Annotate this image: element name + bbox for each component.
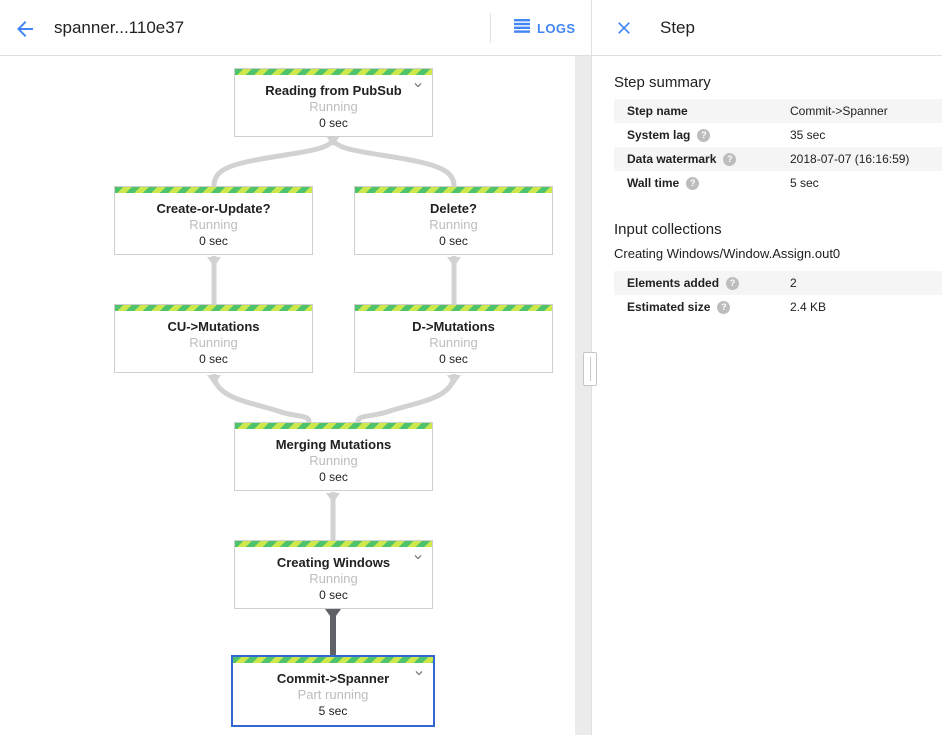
graph-scroll-gutter[interactable] [575,56,591,735]
running-stripe [355,305,552,311]
node-status: Running [189,335,238,350]
header-divider [490,13,491,43]
back-arrow-icon[interactable] [13,17,37,41]
node-title: D->Mutations [412,319,495,334]
help-icon[interactable]: ? [697,128,711,142]
node-status: Running [309,453,358,468]
node-time: 5 sec [318,704,348,718]
row-value: 35 sec [790,128,826,142]
edge-merge-left [211,373,312,423]
chevron-down-icon[interactable] [411,78,425,92]
node-title: Reading from PubSub [265,83,402,98]
node-status: Running [309,571,358,586]
node-title: Commit->Spanner [276,671,390,686]
row-label: Estimated size? [627,300,790,314]
help-icon[interactable]: ? [686,176,700,190]
node-title: Creating Windows [276,555,391,570]
node-title: Delete? [430,201,477,216]
node-title: Create-or-Update? [156,201,271,216]
input-collections-table: Elements added? 2 Estimated size? 2.4 KB [614,271,942,319]
node-cu-mutations[interactable]: CU->Mutations Running 0 sec [114,304,313,373]
table-row: Estimated size? 2.4 KB [614,295,942,319]
help-icon[interactable]: ? [726,276,740,290]
row-value: Commit->Spanner [790,104,888,118]
node-status: Running [309,99,358,114]
node-d-mutations[interactable]: D->Mutations Running 0 sec [354,304,553,373]
chevron-down-icon[interactable] [412,666,426,680]
close-icon[interactable] [614,18,634,38]
node-delete[interactable]: Delete? Running 0 sec [354,186,553,255]
table-row: Data watermark? 2018-07-07 (16:16:59) [614,147,942,171]
node-time: 0 sec [319,116,348,130]
node-time: 0 sec [439,352,468,366]
panel-title: Step [660,17,695,37]
node-reading-from-pubsub[interactable]: Reading from PubSub Running 0 sec [234,68,433,137]
row-value: 2018-07-07 (16:16:59) [790,152,910,166]
input-collections-heading: Input collections [614,221,722,238]
edge-fork-right [330,137,457,187]
node-time: 0 sec [199,234,228,248]
table-row: System lag? 35 sec [614,123,942,147]
panel-body: Step summary Step name Commit->Spanner S… [592,74,942,319]
running-stripe [235,541,432,547]
node-status: Running [189,217,238,232]
table-row: Wall time? 5 sec [614,171,942,195]
row-label: Elements added? [627,276,790,290]
pipeline-graph-canvas[interactable]: Reading from PubSub Running 0 sec Create… [0,56,575,735]
row-label: Wall time? [627,176,790,190]
node-status: Running [429,335,478,350]
step-details-panel: Step Step summary Step name Commit->Span… [591,0,942,735]
row-label: Data watermark? [627,152,790,166]
table-row: Step name Commit->Spanner [614,99,942,123]
help-icon[interactable]: ? [717,300,731,314]
node-time: 0 sec [319,470,348,484]
chevron-down-icon[interactable] [411,550,425,564]
running-stripe [115,305,312,311]
job-title: spanner...110e37 [54,18,185,37]
logs-button[interactable]: LOGS [506,0,583,56]
edge-merge-right [355,373,457,423]
node-status: Running [429,217,478,232]
row-value: 2 [790,276,797,290]
running-stripe [233,657,433,663]
input-collection-name: Creating Windows/Window.Assign.out0 [614,246,841,261]
row-label: System lag? [627,128,790,142]
table-row: Elements added? 2 [614,271,942,295]
resize-handle-grip [589,357,591,381]
node-title: Merging Mutations [275,437,392,452]
row-label: Step name [627,104,688,118]
node-creating-windows[interactable]: Creating Windows Running 0 sec [234,540,433,609]
running-stripe [355,187,552,193]
node-time: 0 sec [439,234,468,248]
panel-resize-handle[interactable] [583,352,597,386]
node-title: CU->Mutations [167,319,260,334]
step-summary-heading: Step summary [614,74,711,91]
running-stripe [115,187,312,193]
logs-button-label: LOGS [537,20,576,36]
node-time: 0 sec [199,352,228,366]
node-commit-spanner[interactable]: Commit->Spanner Part running 5 sec [231,655,435,727]
panel-header: Step [592,0,942,56]
help-icon[interactable]: ? [723,152,737,166]
node-create-or-update[interactable]: Create-or-Update? Running 0 sec [114,186,313,255]
node-status: Part running [297,687,369,702]
edge-fork-left [211,137,336,187]
logs-list-icon [514,18,530,38]
row-value: 2.4 KB [790,300,827,314]
node-time: 0 sec [319,588,348,602]
node-merging-mutations[interactable]: Merging Mutations Running 0 sec [234,422,433,491]
running-stripe [235,69,432,75]
step-summary-table: Step name Commit->Spanner System lag? 35… [614,99,942,195]
running-stripe [235,423,432,429]
row-value: 5 sec [790,176,819,190]
graph-edges [207,136,461,655]
